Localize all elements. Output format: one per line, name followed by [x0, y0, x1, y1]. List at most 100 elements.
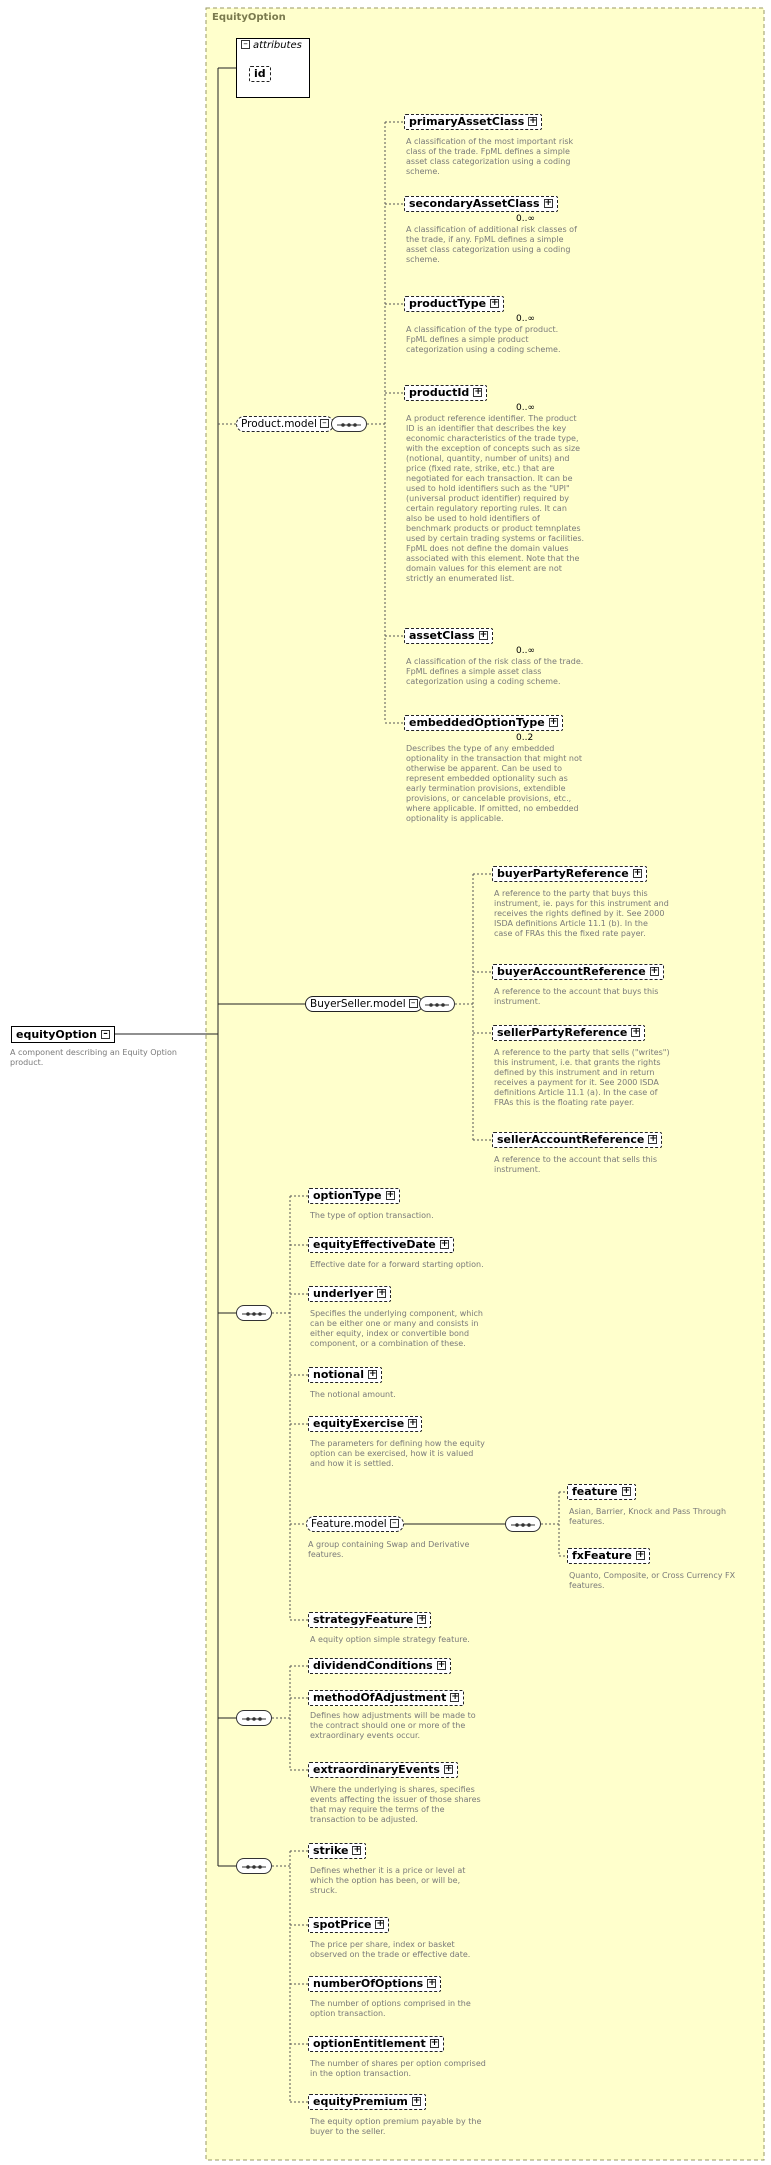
expand-icon[interactable]: + — [411, 2095, 421, 2106]
element-documentation: Specifies the underlying component, whic… — [310, 1309, 483, 1318]
expand-icon[interactable]: + — [368, 1368, 377, 1379]
expand-icon[interactable]: + — [631, 1026, 641, 1037]
element-methodOfAdjustment[interactable]: methodOfAdjustment+ — [308, 1690, 465, 1706]
element-documentation: component, or a combination of these. — [310, 1339, 466, 1348]
element-strike[interactable]: strike+ — [308, 1843, 367, 1859]
element-dividendConditions[interactable]: dividendConditions+ — [308, 1658, 451, 1674]
element-label: Product.model — [241, 418, 317, 430]
expand-icon[interactable]: + — [408, 1417, 418, 1428]
element-documentation: A reference to the account that buys thi… — [494, 987, 659, 996]
sequence-compositor-icon[interactable] — [236, 1858, 272, 1874]
element-documentation: The price per share, index or basket — [310, 1940, 455, 1949]
expand-icon[interactable]: + — [528, 115, 538, 126]
expand-icon[interactable]: + — [648, 1133, 658, 1144]
element-label: primaryAssetClass — [409, 115, 525, 128]
occurrence-label: 0..2 — [516, 733, 534, 743]
element-documentation: provisions, or cancelable provisions, et… — [406, 794, 572, 803]
element-documentation: where applicable. If omitted, no embedde… — [406, 804, 579, 813]
collapse-icon[interactable]: – — [389, 1518, 399, 1528]
element-sellerPartyReference[interactable]: sellerPartyReference+ — [492, 1025, 646, 1041]
element-assetClass[interactable]: assetClass+ — [404, 628, 493, 644]
element-primaryAssetClass[interactable]: primaryAssetClass+ — [404, 114, 543, 130]
expand-icon[interactable]: + — [473, 386, 483, 397]
expand-icon[interactable]: + — [649, 965, 659, 976]
element-productId[interactable]: productId+ — [404, 385, 488, 401]
element-label: dividendConditions — [313, 1659, 433, 1672]
group-feature-model[interactable]: Feature.model– — [306, 1516, 404, 1532]
element-fxFeature[interactable]: fxFeature+ — [567, 1548, 650, 1564]
attribute-id[interactable]: id — [249, 66, 271, 82]
expand-icon[interactable]: + — [375, 1918, 385, 1929]
element-documentation: struck. — [310, 1886, 338, 1895]
sequence-compositor-icon[interactable] — [505, 1516, 541, 1532]
collapse-icon[interactable]: – — [319, 418, 329, 428]
element-strategyFeature[interactable]: strategyFeature+ — [308, 1612, 432, 1628]
element-spotPrice[interactable]: spotPrice+ — [308, 1917, 390, 1933]
expand-icon[interactable]: + — [632, 867, 642, 878]
element-documentation: instrument. — [494, 997, 541, 1006]
element-label: strike — [313, 1844, 349, 1857]
expand-icon[interactable]: + — [352, 1844, 362, 1855]
group-buyer-seller-model[interactable]: BuyerSeller.model– — [305, 996, 423, 1012]
element-extraordinaryEvents[interactable]: extraordinaryEvents+ — [308, 1762, 458, 1778]
element-equityEffectiveDate[interactable]: equityEffectiveDate+ — [308, 1237, 454, 1253]
element-label: spotPrice — [313, 1918, 372, 1931]
element-equityExercise[interactable]: equityExercise+ — [308, 1416, 423, 1432]
expand-icon[interactable]: + — [439, 1238, 449, 1249]
element-productType[interactable]: productType+ — [404, 296, 505, 312]
element-documentation: events affecting the issuer of those sha… — [310, 1795, 481, 1804]
expand-icon[interactable]: + — [635, 1549, 645, 1560]
element-notional[interactable]: notional+ — [308, 1367, 382, 1383]
element-documentation: option transaction. — [310, 2009, 386, 2018]
collapse-icon[interactable]: – — [408, 998, 418, 1008]
element-sellerAccountReference[interactable]: sellerAccountReference+ — [492, 1132, 663, 1148]
expand-icon[interactable]: + — [490, 297, 500, 308]
sequence-compositor-icon[interactable] — [419, 996, 455, 1012]
expand-icon[interactable]: + — [377, 1287, 387, 1298]
collapse-icon[interactable]: – — [101, 1029, 111, 1039]
element-optionEntitlement[interactable]: optionEntitlement+ — [308, 2036, 444, 2052]
expand-icon[interactable]: + — [543, 197, 553, 208]
root-element-equityOption[interactable]: equityOption– — [11, 1026, 116, 1043]
attributes-box[interactable]: –attributes — [236, 38, 310, 98]
element-buyerPartyReference[interactable]: buyerPartyReference+ — [492, 866, 647, 882]
element-documentation: used to hold identifiers such as the "UP… — [406, 484, 570, 493]
expand-icon[interactable]: + — [429, 2037, 439, 2048]
sequence-dots-icon — [337, 423, 361, 427]
expand-icon[interactable]: + — [443, 1763, 453, 1774]
sequence-compositor-icon[interactable] — [236, 1710, 272, 1726]
element-buyerAccountReference[interactable]: buyerAccountReference+ — [492, 964, 664, 980]
element-secondaryAssetClass[interactable]: secondaryAssetClass+ — [404, 196, 558, 212]
element-equityPremium[interactable]: equityPremium+ — [308, 2094, 426, 2110]
expand-icon[interactable]: + — [385, 1189, 395, 1200]
element-underlyer[interactable]: underlyer+ — [308, 1286, 392, 1302]
expand-icon[interactable]: + — [417, 1613, 427, 1624]
sequence-compositor-icon[interactable] — [331, 416, 367, 432]
expand-icon[interactable]: + — [427, 1977, 437, 1988]
element-documentation: associated with this element. Note that … — [406, 554, 580, 563]
occurrence-label: 0..∞ — [516, 314, 535, 324]
expand-icon[interactable]: + — [548, 716, 558, 727]
element-documentation: used by certain trading systems or facil… — [406, 534, 585, 543]
expand-icon[interactable]: + — [450, 1691, 460, 1702]
element-documentation: case of FRAs this the fixed rate payer. — [494, 929, 646, 938]
element-documentation: class of the trade. FpML defines a simpl… — [406, 147, 570, 156]
element-documentation: Effective date for a forward starting op… — [310, 1260, 484, 1269]
sequence-dots-icon — [425, 1003, 449, 1007]
group-product-model[interactable]: Product.model– — [236, 416, 334, 432]
element-documentation: the trade, if any. FpML defines a simple — [406, 235, 564, 244]
element-documentation: Where the underlying is shares, specifie… — [310, 1785, 475, 1794]
element-documentation: benchmark products or product temnplates — [406, 524, 581, 533]
expand-icon[interactable]: + — [478, 629, 488, 640]
element-optionType[interactable]: optionType+ — [308, 1188, 400, 1204]
element-feature[interactable]: feature+ — [567, 1484, 636, 1500]
expand-icon[interactable]: + — [621, 1485, 631, 1496]
element-numberOfOptions[interactable]: numberOfOptions+ — [308, 1976, 442, 1992]
element-documentation: categorization using a coding scheme. — [406, 677, 561, 686]
element-documentation: otherwise be apparent. Can be used to — [406, 764, 562, 773]
element-documentation: asset class categorization using a codin… — [406, 157, 571, 166]
element-embeddedOptionType[interactable]: embeddedOptionType+ — [404, 715, 563, 731]
collapse-icon[interactable]: – — [241, 39, 250, 49]
expand-icon[interactable]: + — [436, 1659, 446, 1670]
sequence-compositor-icon[interactable] — [236, 1305, 272, 1321]
